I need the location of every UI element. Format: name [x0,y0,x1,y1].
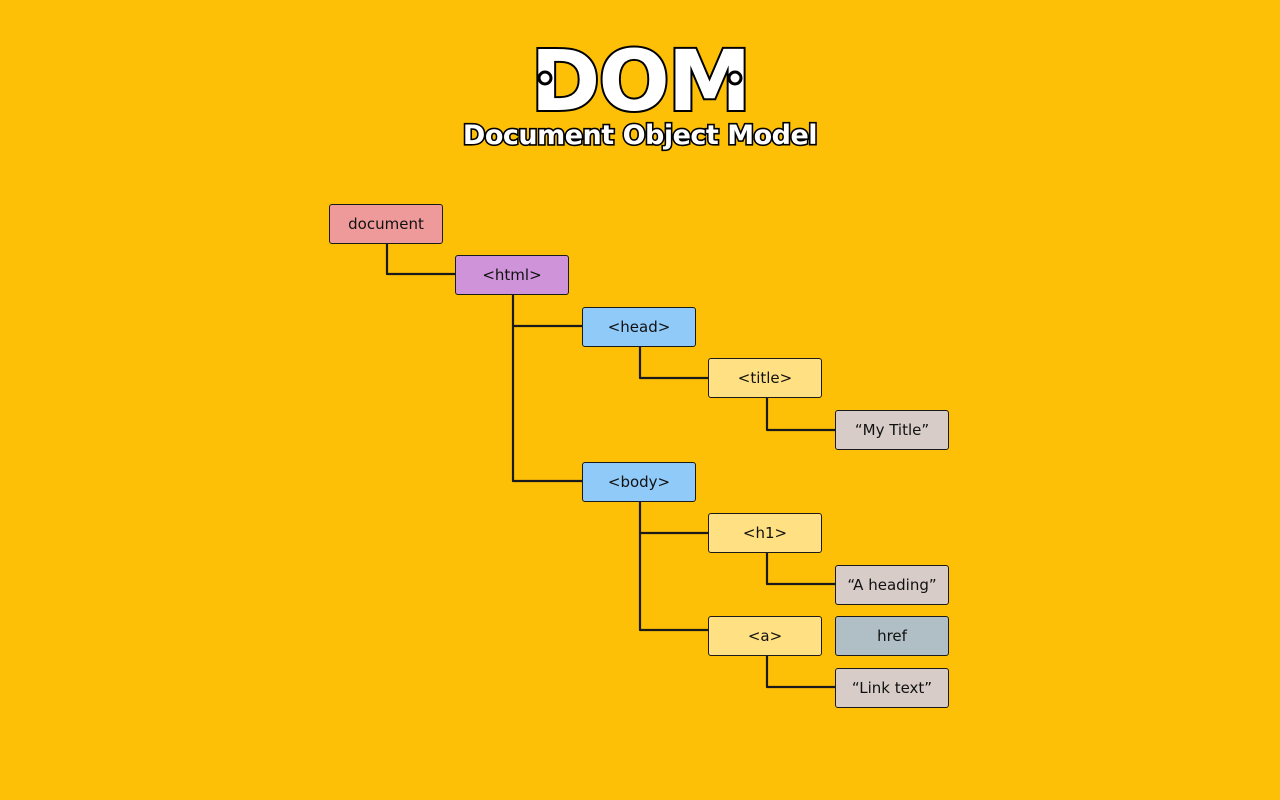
node-h1: <h1> [708,513,822,553]
edge-body-h1 [638,502,708,535]
node-html: <html> [455,255,569,295]
edge-h1-text [765,553,835,586]
node-title-text: “My Title” [835,410,949,450]
edge-body-a [638,533,708,632]
edge-title-text [765,398,835,432]
node-a-attribute: href [835,616,949,656]
node-head: <head> [582,307,696,347]
node-title: <title> [708,358,822,398]
node-document: document [329,204,443,244]
title-graphic: DOM Document Object Model [461,30,819,153]
edge-html-body [511,326,582,483]
node-a: <a> [708,616,822,656]
edge-html-head [511,295,582,328]
node-a-text: “Link text” [835,668,949,708]
title-dot-left [537,70,553,86]
node-body: <body> [582,462,696,502]
title-dot-right [727,70,743,86]
page-title: DOM [531,32,750,130]
edge-a-text [765,656,835,689]
edge-document-html [385,244,455,276]
page-subtitle: Document Object Model [463,120,817,151]
node-h1-text: “A heading” [835,565,949,605]
edge-head-title [638,347,708,380]
